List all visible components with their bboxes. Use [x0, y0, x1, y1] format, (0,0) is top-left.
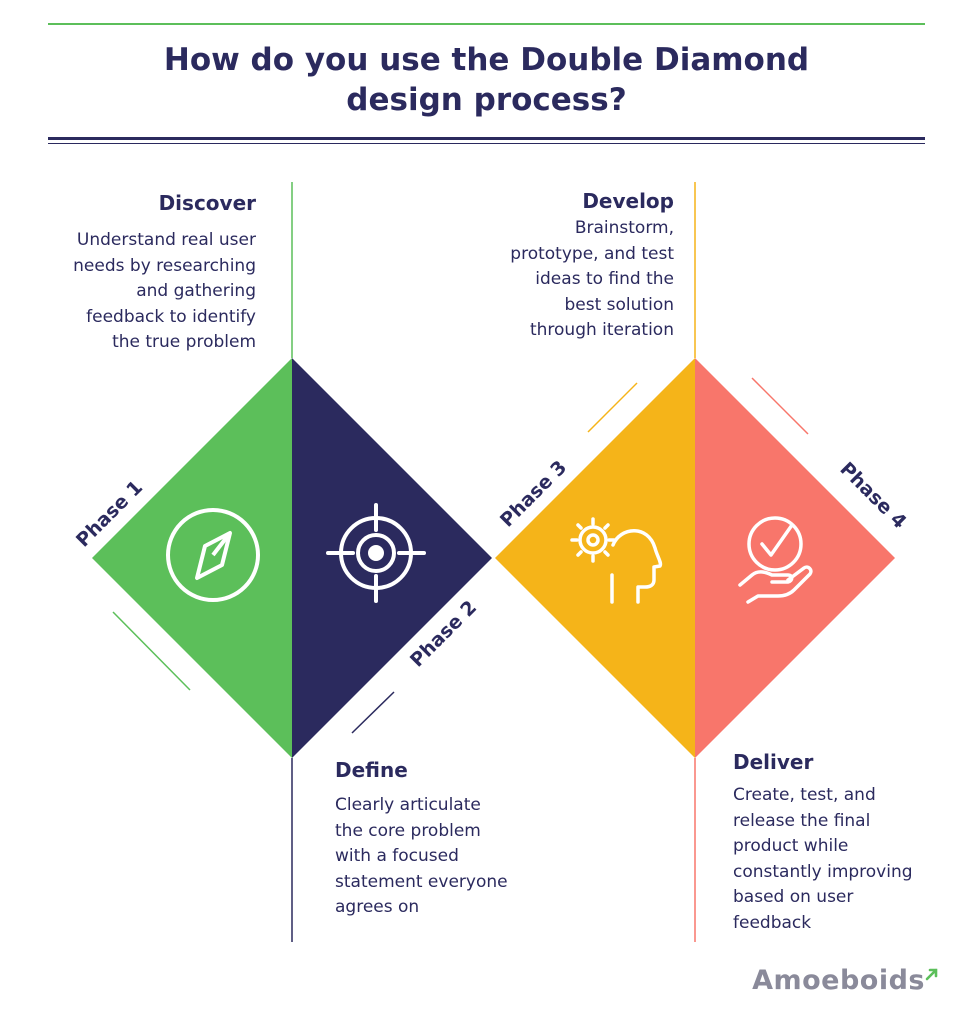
discover-description: Understand real user needs by researchin…	[40, 228, 256, 356]
title-divider-thin	[48, 143, 925, 144]
define-line-5: agrees on	[335, 897, 420, 917]
deliver-line-4: constantly improving	[733, 861, 913, 882]
develop-line-4: best solution	[564, 294, 675, 315]
define-description: Clearly articulate the core problem with…	[335, 793, 575, 921]
develop-section: Develop Brainstorm, prototype, and test …	[454, 188, 674, 344]
page-title: How do you use the Double Diamond design…	[0, 40, 973, 120]
deliver-line-6: feedback	[733, 912, 812, 933]
deliver-line-1: Create, test, and	[733, 785, 876, 805]
define-line-2: the core problem	[335, 820, 481, 841]
develop-line-3: ideas to find the	[535, 269, 674, 289]
phase-3-accent	[587, 382, 638, 433]
brand-arrow-icon	[925, 968, 938, 981]
target-icon	[326, 503, 426, 603]
discover-section: Discover Understand real user needs by r…	[40, 190, 256, 356]
define-line-4: statement everyone	[335, 871, 508, 892]
discover-title: Discover	[158, 191, 256, 215]
discover-line-1: Understand real user	[76, 230, 256, 250]
phase-2-accent	[351, 691, 395, 734]
title-line-1: How do you use the Double Diamond	[163, 42, 810, 78]
develop-line-5: through iteration	[529, 320, 674, 340]
hand-check-icon	[738, 516, 813, 604]
brand-name: Amoeboids	[752, 965, 925, 996]
phase-1-quadrant	[92, 358, 292, 758]
deliver-line-5: based on user	[733, 887, 854, 907]
deliver-line-2: release the final	[733, 810, 871, 831]
top-divider	[48, 23, 925, 25]
deliver-section: Deliver Create, test, and release the fi…	[733, 749, 965, 936]
develop-line-2: prototype, and test	[510, 243, 674, 264]
develop-title: Develop	[582, 189, 674, 213]
define-section: Define Clearly articulate the core probl…	[335, 757, 575, 921]
phase-1-accent	[112, 611, 191, 691]
discover-line-4: feedback to identify	[86, 306, 256, 327]
phase-4-accent	[751, 377, 809, 435]
discover-line-2: needs by researching	[73, 255, 256, 276]
develop-line-1: Brainstorm,	[574, 218, 674, 238]
brand-logo: Amoeboids	[752, 965, 939, 996]
deliver-description: Create, test, and release the final prod…	[733, 783, 965, 936]
phase-3-quadrant	[495, 358, 695, 758]
deliver-line-3: product while	[733, 836, 849, 856]
deliver-title: Deliver	[733, 750, 814, 774]
define-line-3: with a focused	[335, 846, 459, 866]
head-gear-icon	[570, 517, 663, 604]
define-title: Define	[335, 758, 408, 782]
discover-line-3: and gathering	[136, 281, 256, 301]
compass-icon	[166, 508, 260, 602]
define-line-1: Clearly articulate	[335, 795, 481, 815]
develop-description: Brainstorm, prototype, and test ideas to…	[454, 216, 674, 344]
discover-line-5: the true problem	[112, 332, 256, 352]
title-line-2: design process?	[346, 82, 627, 118]
title-divider-thick	[48, 137, 925, 140]
